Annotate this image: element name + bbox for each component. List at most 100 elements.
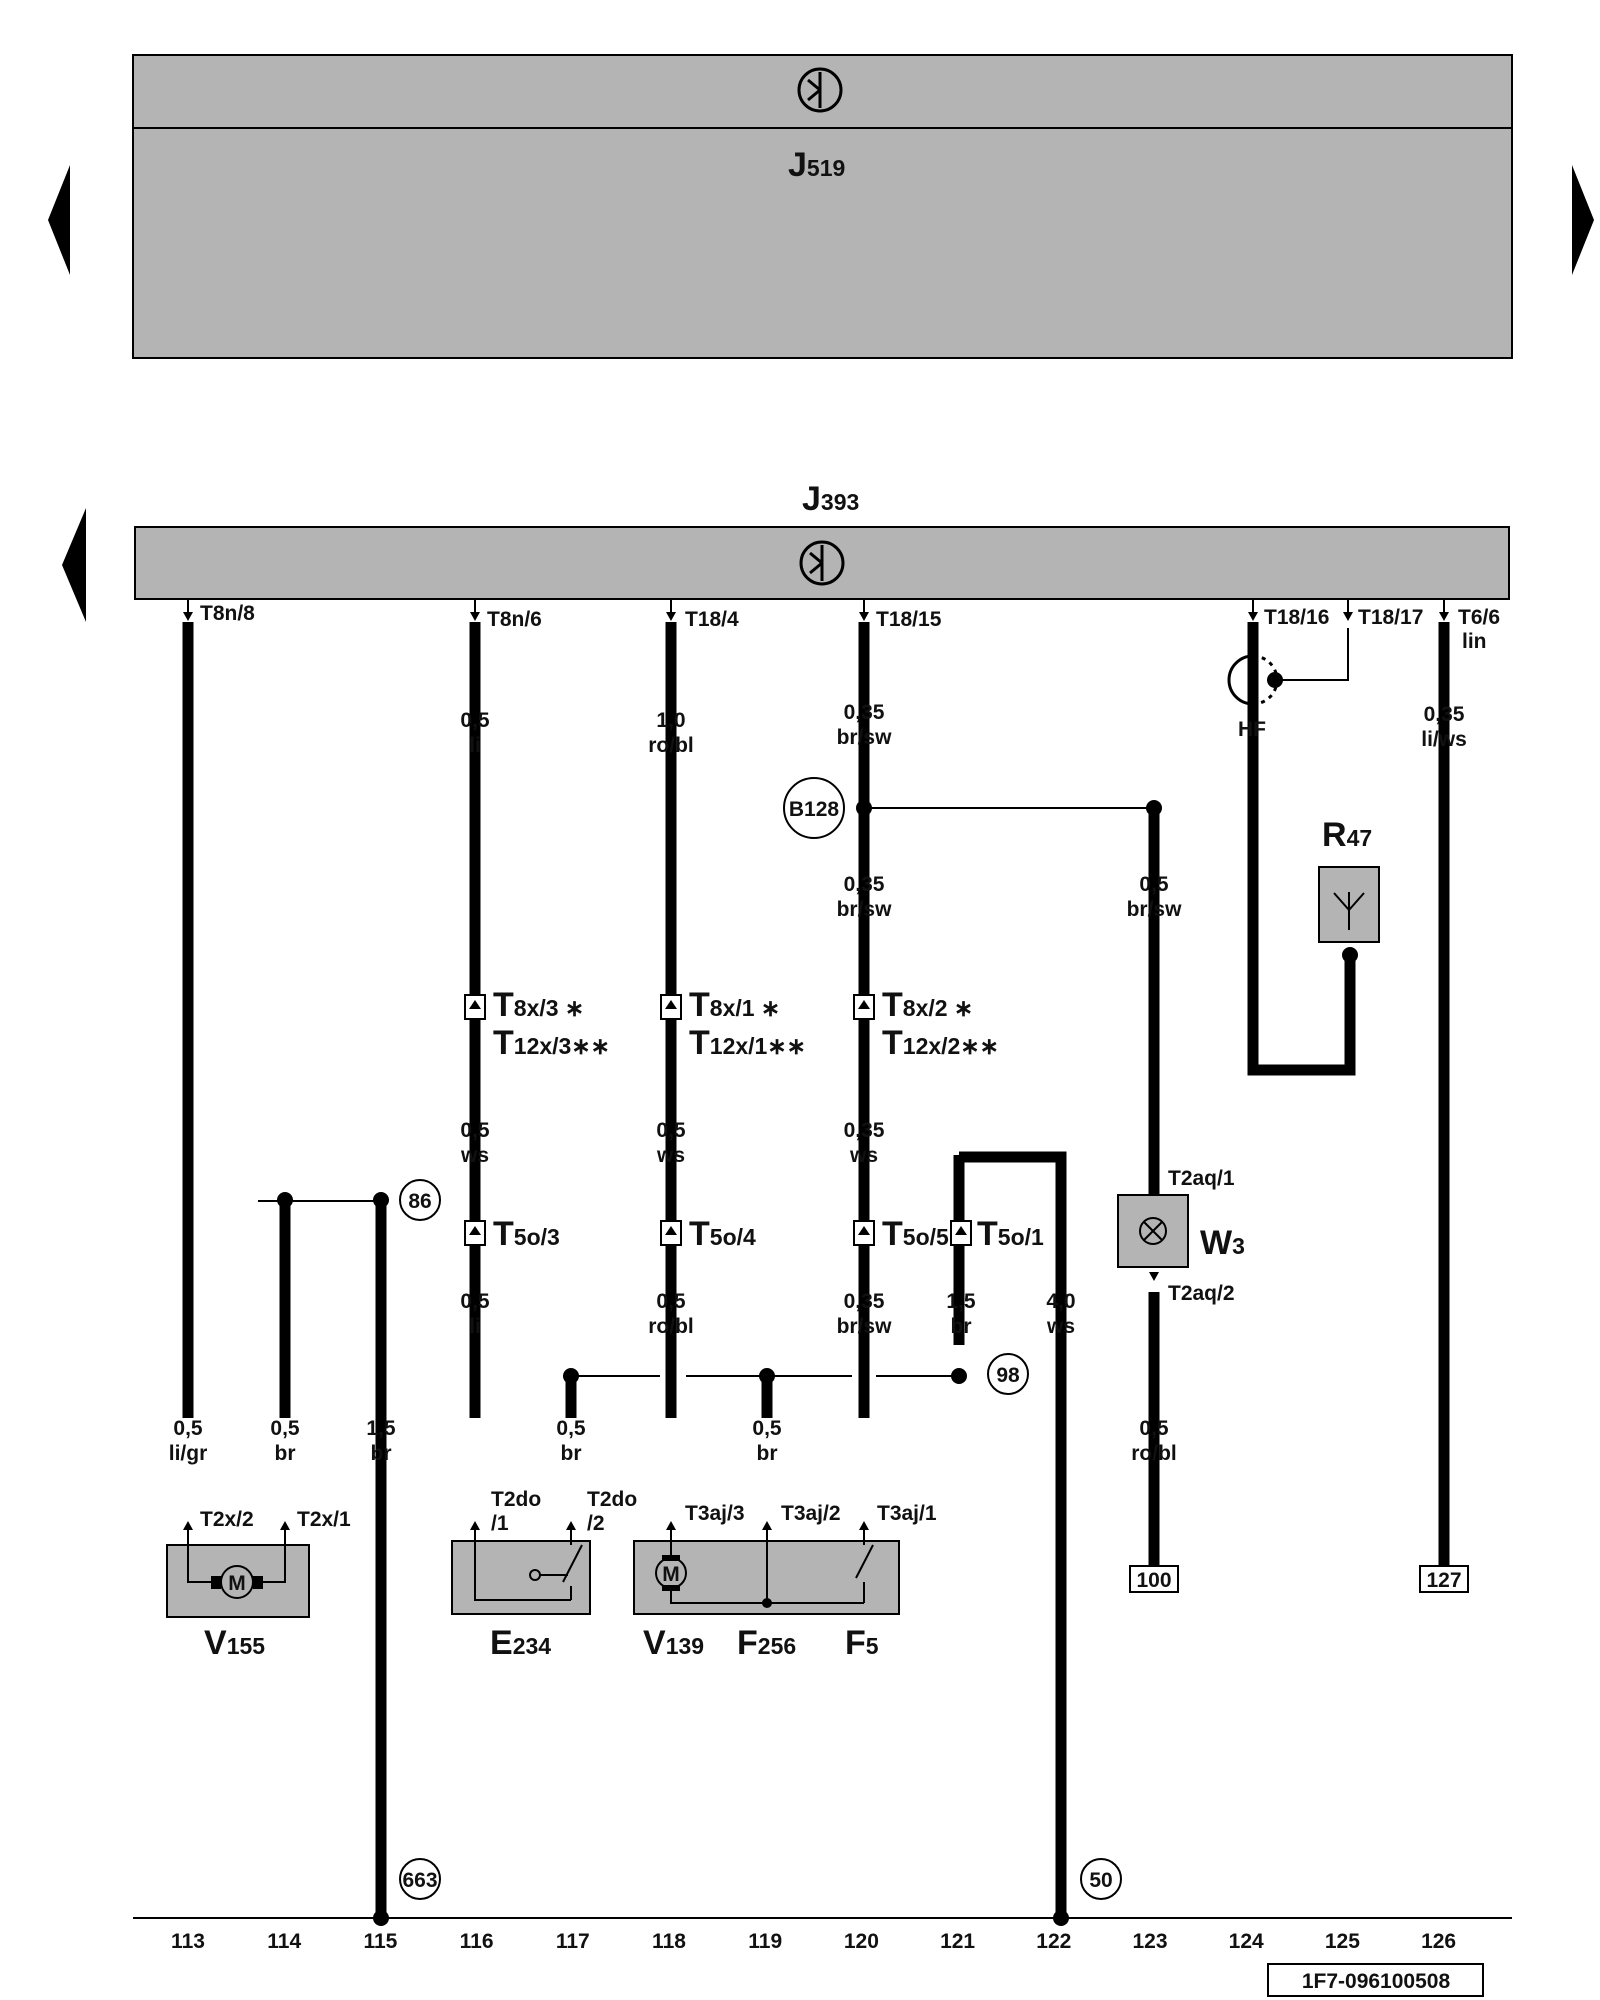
- thin-wires: [258, 628, 1358, 1926]
- svg-text:br/sw: br/sw: [837, 1315, 893, 1338]
- ground-symbol-icon: [797, 67, 843, 113]
- svg-text:br: br: [371, 1442, 392, 1465]
- reference-circles: B128 86 98 663 50: [399, 777, 1122, 1900]
- svg-text:1,5: 1,5: [946, 1290, 976, 1313]
- pin-label: T2aq/2: [1168, 1282, 1235, 1305]
- svg-text:4,0: 4,0: [1046, 1290, 1075, 1313]
- svg-text:0,35: 0,35: [1424, 703, 1465, 726]
- pin-label: T8n/6: [487, 608, 542, 631]
- pin-label: T2do: [491, 1488, 541, 1511]
- ref-98: 98: [996, 1364, 1020, 1387]
- motor-icon: M: [228, 1572, 246, 1595]
- pin-label: T2x/2: [200, 1508, 254, 1531]
- motor-unit-v139: [633, 1530, 900, 1615]
- ref-box-127: [1419, 1565, 1469, 1593]
- pin-label: T6/6: [1458, 606, 1500, 629]
- ruler-number: 117: [556, 1930, 590, 1953]
- svg-text:1,0: 1,0: [656, 709, 685, 732]
- prev-section-arrow[interactable]: [62, 508, 86, 622]
- svg-text:br/sw: br/sw: [1127, 898, 1183, 921]
- svg-text:br/sw: br/sw: [837, 726, 893, 749]
- svg-text:0,5: 0,5: [656, 1290, 686, 1313]
- motor-icon: M: [662, 1563, 680, 1586]
- svg-text:0,35: 0,35: [844, 873, 885, 896]
- svg-text:0,35: 0,35: [844, 1119, 885, 1142]
- pin-label: T2x/1: [297, 1508, 351, 1531]
- ref-663: 663: [402, 1869, 437, 1892]
- connector-label: T12x/2∗∗: [882, 1024, 999, 1062]
- ref-100: 100: [1136, 1569, 1171, 1592]
- ruler-number: 115: [363, 1930, 397, 1953]
- pin-label: T2aq/1: [1168, 1167, 1235, 1190]
- f256-label: F256: [737, 1624, 796, 1662]
- connector-arrow-icons: [469, 1000, 967, 1235]
- ruler-number: 125: [1325, 1930, 1360, 1953]
- v139-label: V139: [643, 1624, 704, 1662]
- lamp-w3: [1117, 1194, 1189, 1268]
- w3-label: W3: [1200, 1224, 1245, 1262]
- ruler-number: 122: [1036, 1930, 1071, 1953]
- svg-text:0,5: 0,5: [1139, 873, 1169, 896]
- hf-label: HF: [1238, 718, 1266, 741]
- svg-text:li: li: [469, 1315, 481, 1338]
- svg-text:ws: ws: [849, 1144, 878, 1167]
- ref-50: 50: [1089, 1869, 1112, 1892]
- svg-text:0,5: 0,5: [270, 1417, 300, 1440]
- switch-e234: [451, 1530, 591, 1615]
- pin-label: /1: [491, 1512, 509, 1535]
- svg-text:0,5: 0,5: [1139, 1417, 1169, 1440]
- svg-text:li: li: [469, 734, 481, 757]
- ruler-number: 121: [940, 1930, 975, 1953]
- svg-text:ws: ws: [656, 1144, 685, 1167]
- ruler-number: 120: [844, 1930, 879, 1953]
- pin-label: T18/16: [1264, 606, 1329, 629]
- svg-text:ws: ws: [1046, 1315, 1075, 1338]
- next-page-arrow[interactable]: [1572, 165, 1594, 275]
- doc-id: 1F7-096100508: [1302, 1970, 1451, 1993]
- svg-text:ro/bl: ro/bl: [648, 1315, 694, 1338]
- pin-label: lin: [1462, 630, 1487, 653]
- hf-connector-icon: [1227, 654, 1279, 706]
- connector-label: T12x/1∗∗: [689, 1024, 806, 1062]
- ref-127: 127: [1426, 1569, 1461, 1592]
- antenna-icon: [1333, 892, 1365, 930]
- ref-b128: B128: [789, 798, 840, 821]
- svg-text:1,5: 1,5: [366, 1417, 396, 1440]
- svg-text:ro/bl: ro/bl: [648, 734, 694, 757]
- j519-label: J519: [788, 146, 845, 184]
- v155-label: V155: [204, 1624, 265, 1662]
- prev-page-arrow[interactable]: [48, 165, 70, 275]
- ref-box-100: [1129, 1565, 1179, 1593]
- ruler-number: 116: [460, 1930, 494, 1953]
- connector-label: T5o/1: [977, 1215, 1044, 1253]
- doc-id-box: [1267, 1963, 1484, 1997]
- ruler-number: 123: [1132, 1930, 1167, 1953]
- pin-arrows: [183, 600, 1449, 621]
- connector-label: T12x/3∗∗: [493, 1024, 610, 1062]
- r47-label: R47: [1322, 816, 1372, 854]
- ruler-number: 118: [652, 1930, 686, 1953]
- pin-label: T18/4: [685, 608, 739, 631]
- connector-label: T5o/4: [689, 1215, 756, 1253]
- ruler-number: 113: [171, 1930, 205, 1953]
- connector-label: T5o/3: [493, 1215, 560, 1253]
- pin-label: T18/17: [1358, 606, 1423, 629]
- ground-symbol-icon: [799, 540, 845, 586]
- svg-text:br/sw: br/sw: [837, 898, 893, 921]
- connector-label: T8x/1 ∗: [689, 986, 780, 1024]
- svg-text:0,5: 0,5: [752, 1417, 782, 1440]
- svg-text:0,5: 0,5: [556, 1417, 586, 1440]
- svg-text:0,35: 0,35: [844, 701, 885, 724]
- connector-label: T8x/2 ∗: [882, 986, 973, 1024]
- svg-text:ws: ws: [460, 1144, 489, 1167]
- component-pin-arrows: [183, 1183, 1159, 1530]
- j393-label: J393: [802, 480, 859, 518]
- svg-text:0,35: 0,35: [844, 1290, 885, 1313]
- svg-text:0,5: 0,5: [460, 709, 490, 732]
- pin-label: /2: [587, 1512, 605, 1535]
- svg-text:ro/bl: ro/bl: [1131, 1442, 1177, 1465]
- pin-label: T8n/8: [200, 602, 255, 625]
- e234-label: E234: [490, 1624, 551, 1662]
- ruler-number: 119: [748, 1930, 782, 1953]
